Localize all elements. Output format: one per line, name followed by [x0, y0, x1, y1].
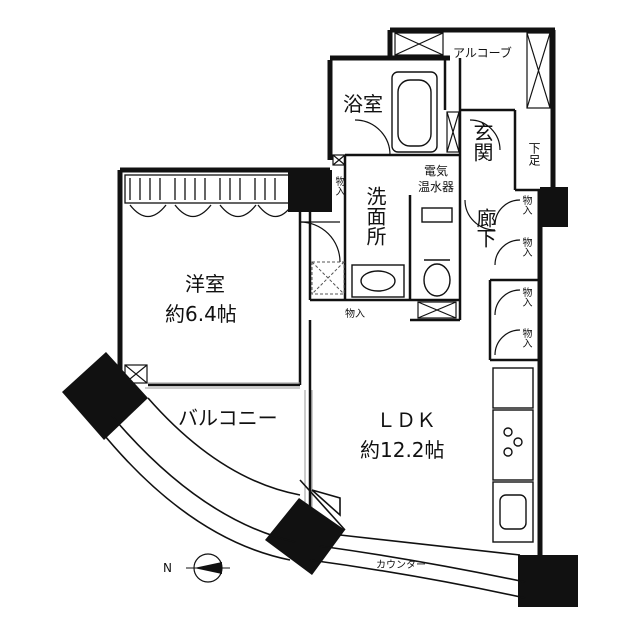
shelving-x-marks — [124, 32, 551, 384]
ldk-label: ＬＤＫ — [376, 408, 436, 432]
washroom-label: 洗面所 — [363, 186, 387, 246]
washing-machine-pan — [311, 261, 345, 295]
water-heater-label-1: 電気 — [424, 164, 449, 178]
wash-basin — [351, 264, 405, 298]
closet-label-washroom: 物入 — [333, 176, 344, 196]
door-swings — [299, 119, 521, 356]
structural-pillars — [62, 170, 578, 607]
balcony-outline — [99, 397, 526, 599]
alcove-label: アルコーブ — [453, 46, 512, 60]
kitchen-counter — [492, 367, 534, 543]
entrance-label: 玄関 — [470, 122, 494, 162]
balcony-label: バルコニー — [178, 406, 278, 430]
closet-label-corridor-1: 物入 — [520, 195, 531, 215]
compass-icon — [186, 553, 230, 583]
closet-doors — [124, 174, 293, 218]
corridor-label: 廊下 — [473, 208, 497, 248]
closet-label-corridor-4: 物入 — [520, 328, 531, 348]
shoe-storage-label: 下足 — [527, 142, 541, 166]
compass-north-label: N — [163, 561, 172, 575]
closet-label-ldk: 物入 — [345, 309, 365, 320]
bathroom-label: 浴室 — [343, 92, 383, 116]
closet-label-corridor-3: 物入 — [520, 287, 531, 307]
counter-label: カウンター — [376, 560, 426, 571]
exterior-walls — [117, 27, 556, 600]
western-room-size: 約6.4帖 — [165, 302, 237, 326]
water-heater-label-2: 温水器 — [418, 180, 455, 194]
toilet — [421, 207, 453, 297]
ldk-size: 約12.2帖 — [360, 438, 445, 462]
bathtub — [391, 71, 438, 153]
closet-label-corridor-2: 物入 — [520, 237, 531, 257]
western-room-label: 洋室 — [185, 272, 225, 296]
